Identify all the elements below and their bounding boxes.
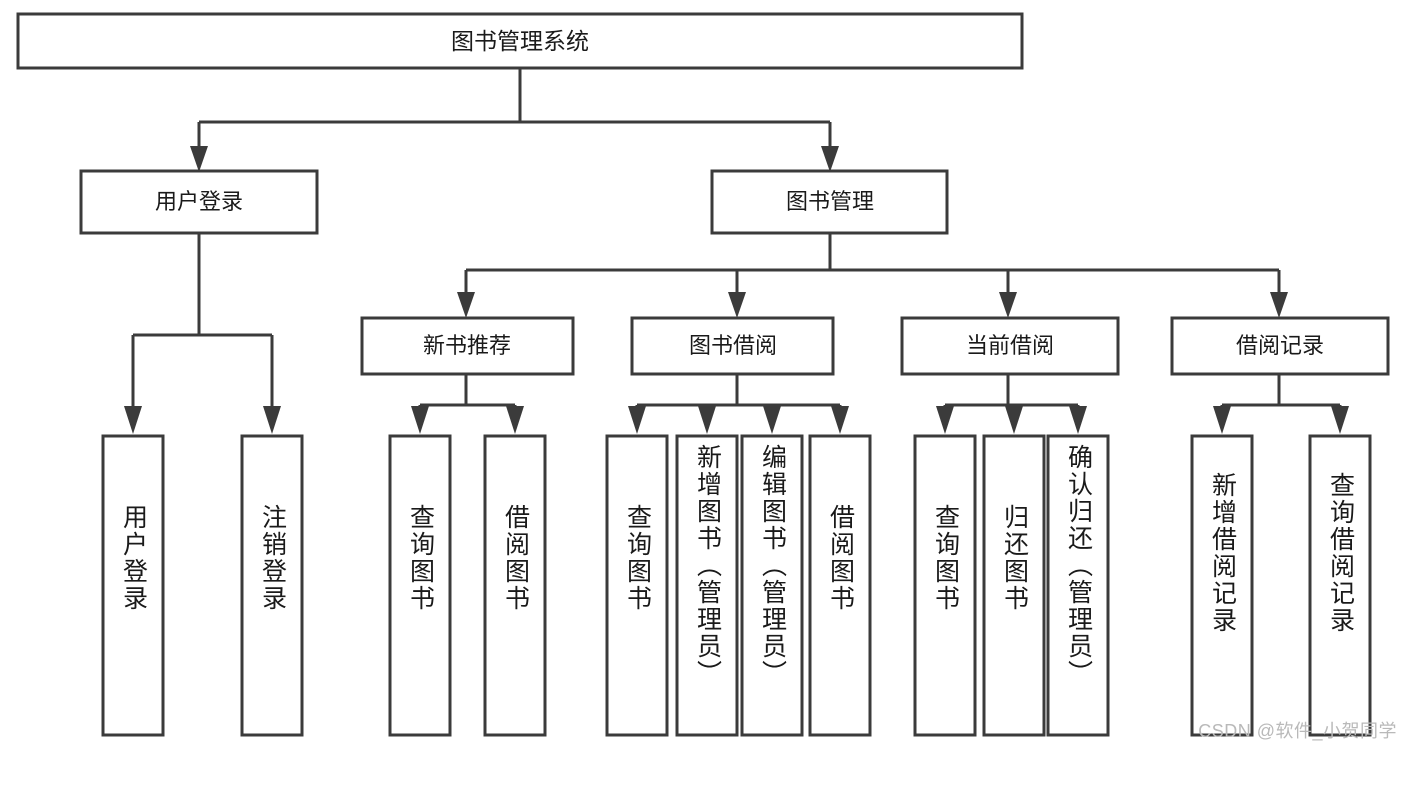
watermark: CSDN @软件_小贺同学 (1198, 721, 1397, 741)
arrowhead-book-borrow (728, 292, 746, 318)
node-root-label: 图书管理系统 (451, 28, 589, 54)
arrowhead-current-borrow (999, 292, 1017, 318)
node-book-manage-label: 图书管理 (786, 189, 874, 214)
arrowhead-current-borrow-leaf2 (1005, 406, 1023, 434)
leaf-user-login-2-box[interactable] (240, 434, 304, 737)
node-book-borrow-box[interactable] (630, 316, 835, 376)
arrowhead-book-manage (821, 146, 839, 172)
arrowhead-borrow-record-leaf2 (1331, 406, 1349, 434)
horizontal-label-group: 图书管理系统 用户登录 图书管理 新书推荐 图书借阅 当前借阅 借阅记录 (155, 28, 1324, 358)
node-new-book-label: 新书推荐 (423, 333, 511, 358)
node-current-borrow-label: 当前借阅 (966, 333, 1054, 358)
node-box-group (16, 12, 1390, 737)
leaf-book-borrow-3-box[interactable] (740, 434, 804, 737)
arrowhead-new-book-leaf2 (506, 406, 524, 434)
connector-group (124, 68, 1349, 434)
diagram-svg: 图书管理系统 用户登录 图书管理 新书推荐 图书借阅 当前借阅 借阅记录 (16, 12, 1390, 737)
leaf-new-book-1-box[interactable] (388, 434, 452, 737)
leaf-book-borrow-1-box[interactable] (605, 434, 669, 737)
leaf-new-book-2-box[interactable] (483, 434, 547, 737)
node-book-borrow-label: 图书借阅 (689, 333, 777, 358)
node-user-login-label: 用户登录 (155, 189, 243, 214)
leaf-current-borrow-3-box[interactable] (1046, 434, 1110, 737)
node-book-manage-box[interactable] (710, 169, 949, 235)
leaf-borrow-record-2-box[interactable] (1308, 434, 1372, 737)
node-root-box[interactable] (16, 12, 1024, 70)
leaf-current-borrow-2-box[interactable] (982, 434, 1046, 737)
leaf-user-login-1-box[interactable] (101, 434, 165, 737)
node-user-login-box[interactable] (79, 169, 319, 235)
arrowhead-new-book-leaf1 (411, 406, 429, 434)
diagram-canvas: 图书管理系统 用户登录 图书管理 新书推荐 图书借阅 当前借阅 借阅记录 用户登… (16, 12, 1397, 741)
arrowhead-user-login-leaf2 (263, 406, 281, 434)
arrowhead-user-login-leaf1 (124, 406, 142, 434)
node-borrow-record-label: 借阅记录 (1236, 333, 1324, 358)
node-borrow-record-box[interactable] (1170, 316, 1390, 376)
arrowhead-user-login (190, 146, 208, 172)
arrowhead-current-borrow-leaf1 (936, 406, 954, 434)
node-new-book-box[interactable] (360, 316, 575, 376)
arrowhead-book-borrow-leaf1 (628, 406, 646, 434)
leaf-book-borrow-4-box[interactable] (808, 434, 872, 737)
leaf-book-borrow-2-box[interactable] (675, 434, 739, 737)
leaf-current-borrow-1-box[interactable] (913, 434, 977, 737)
arrowhead-borrow-record-leaf1 (1213, 406, 1231, 434)
leaf-borrow-record-1-box[interactable] (1190, 434, 1254, 737)
arrowhead-book-borrow-leaf3 (763, 406, 781, 434)
arrowhead-book-borrow-leaf2 (698, 406, 716, 434)
arrowhead-current-borrow-leaf3 (1069, 406, 1087, 434)
node-current-borrow-box[interactable] (900, 316, 1120, 376)
arrowhead-book-borrow-leaf4 (831, 406, 849, 434)
arrowhead-new-book (457, 292, 475, 318)
arrowhead-borrow-record (1270, 292, 1288, 318)
